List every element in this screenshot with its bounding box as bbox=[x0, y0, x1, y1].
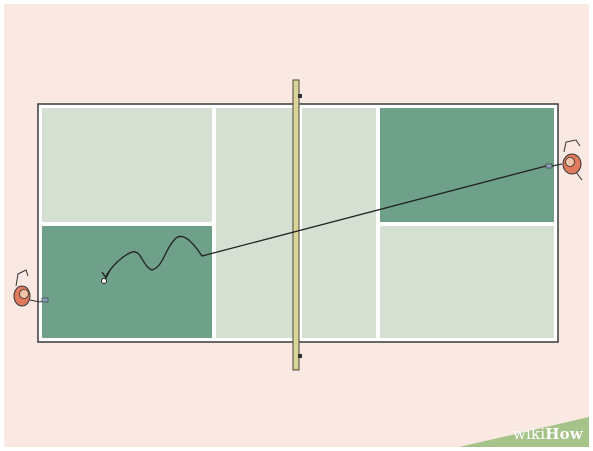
left-service-box-bottom-highlight bbox=[42, 226, 212, 338]
right-kitchen bbox=[302, 108, 376, 338]
right-service-box-top-highlight bbox=[380, 108, 554, 222]
net-post-bottom bbox=[298, 354, 302, 358]
net-icon bbox=[292, 79, 300, 371]
player-right-icon bbox=[545, 139, 583, 181]
left-kitchen bbox=[216, 108, 294, 338]
ball-icon bbox=[101, 278, 107, 284]
wikihow-watermark: wikiHow bbox=[459, 417, 589, 447]
pickleball-court-diagram bbox=[13, 79, 583, 371]
trajectory-arrowhead bbox=[101, 269, 111, 280]
watermark-logo: wikiHow bbox=[513, 425, 583, 443]
player-left-icon bbox=[13, 269, 49, 307]
ball-trajectory bbox=[105, 165, 547, 277]
left-service-box-top bbox=[42, 108, 212, 222]
watermark-prefix: wiki bbox=[512, 425, 546, 443]
illustration-frame: wikiHow bbox=[4, 4, 589, 447]
right-service-box-bottom bbox=[380, 226, 554, 338]
watermark-suffix: How bbox=[545, 425, 583, 443]
watermark-background bbox=[459, 417, 589, 447]
net-post-top bbox=[298, 94, 302, 98]
